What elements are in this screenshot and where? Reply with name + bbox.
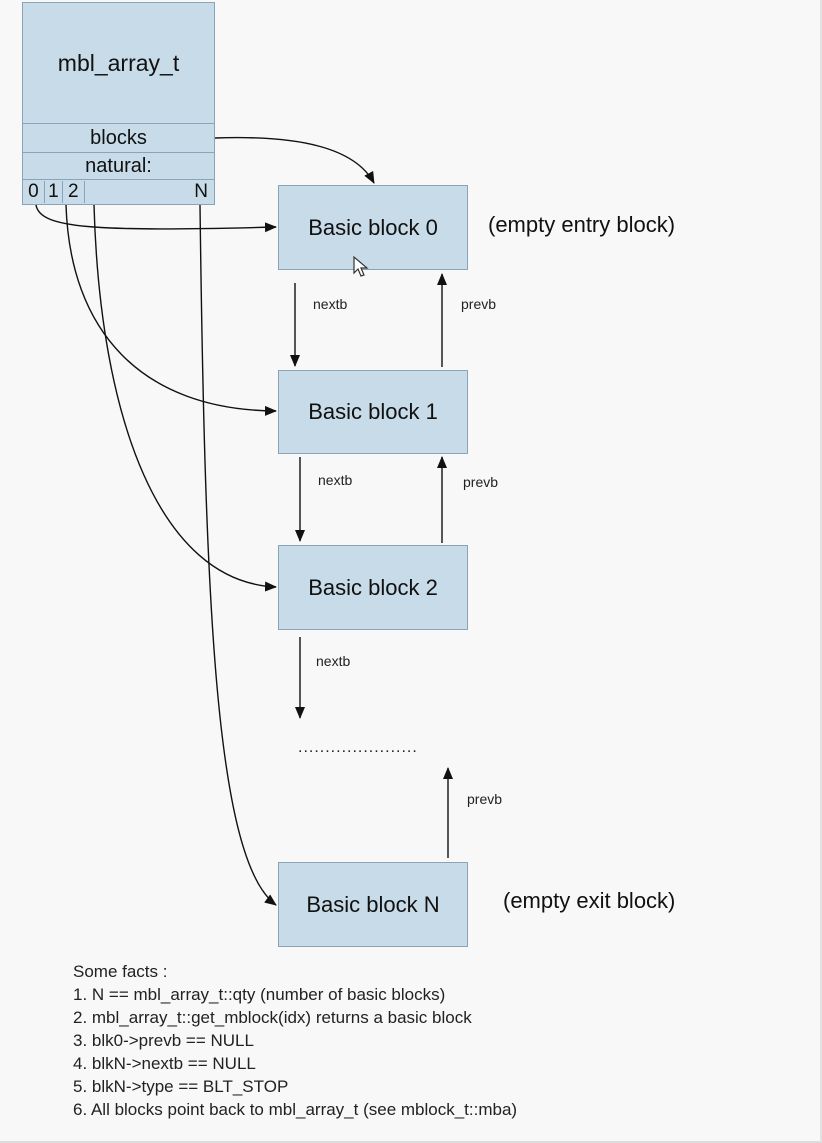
index-cell-2: 2 [63, 181, 85, 203]
facts-heading: Some facts : [73, 962, 168, 981]
index-0-arrow [35, 204, 277, 233]
prevb-label-0: prevb [461, 296, 497, 312]
entry-block-note: (empty entry block) [488, 212, 676, 237]
index-n-arrow [199, 204, 277, 906]
mbl-array-natural-field: natural: [22, 152, 215, 180]
index-cell-n: N [194, 181, 208, 202]
index-2-arrow [93, 204, 277, 592]
prevb-label-1: prevb [463, 474, 499, 490]
basic-block-1: Basic block 1 [278, 370, 468, 454]
fact-item-3: 3. blk0->prevb == NULL [73, 1031, 254, 1050]
facts-list: Some facts : 1. N == mbl_array_t::qty (n… [73, 960, 517, 1121]
fact-item-2: 2. mbl_array_t::get_mblock(idx) returns … [73, 1008, 472, 1027]
fact-item-4: 4. blkN->nextb == NULL [73, 1054, 256, 1073]
basic-block-0-label: Basic block 0 [308, 214, 438, 240]
prevb-label-3: prevb [467, 791, 503, 807]
mbl-array-header: mbl_array_t [22, 2, 215, 124]
omitted-blocks-ellipsis: ...................... [298, 739, 418, 756]
basic-block-n-label: Basic block N [306, 891, 440, 917]
basic-block-2-label: Basic block 2 [308, 574, 438, 600]
basic-block-0: Basic block 0 [278, 185, 468, 270]
basic-block-1-label: Basic block 1 [308, 399, 438, 424]
nextb-label-0: nextb [313, 296, 348, 312]
fact-item-6: 6. All blocks point back to mbl_array_t … [73, 1100, 518, 1119]
basic-block-2: Basic block 2 [278, 545, 468, 630]
nextb-label-2: nextb [316, 653, 351, 669]
natural-index-row: 0 1 2 N [22, 179, 215, 205]
blocks-field-label: blocks [90, 126, 147, 149]
blocks-pointer-arrow [214, 136, 375, 184]
nextb-label-1: nextb [318, 472, 353, 488]
basic-block-n: Basic block N [278, 862, 468, 947]
index-1-arrow [65, 204, 277, 416]
exit-block-note: (empty exit block) [503, 888, 676, 913]
fact-item-1: 1. N == mbl_array_t::qty (number of basi… [73, 985, 446, 1004]
mouse-pointer-icon [353, 255, 369, 277]
mbl-array-title: mbl_array_t [57, 49, 180, 76]
fact-item-5: 5. blkN->type == BLT_STOP [73, 1077, 289, 1096]
index-cell-1: 1 [45, 181, 63, 203]
mbl-array-blocks-field: blocks [22, 123, 215, 153]
index-cell-0: 0 [23, 181, 45, 203]
natural-field-label: natural: [85, 154, 152, 177]
